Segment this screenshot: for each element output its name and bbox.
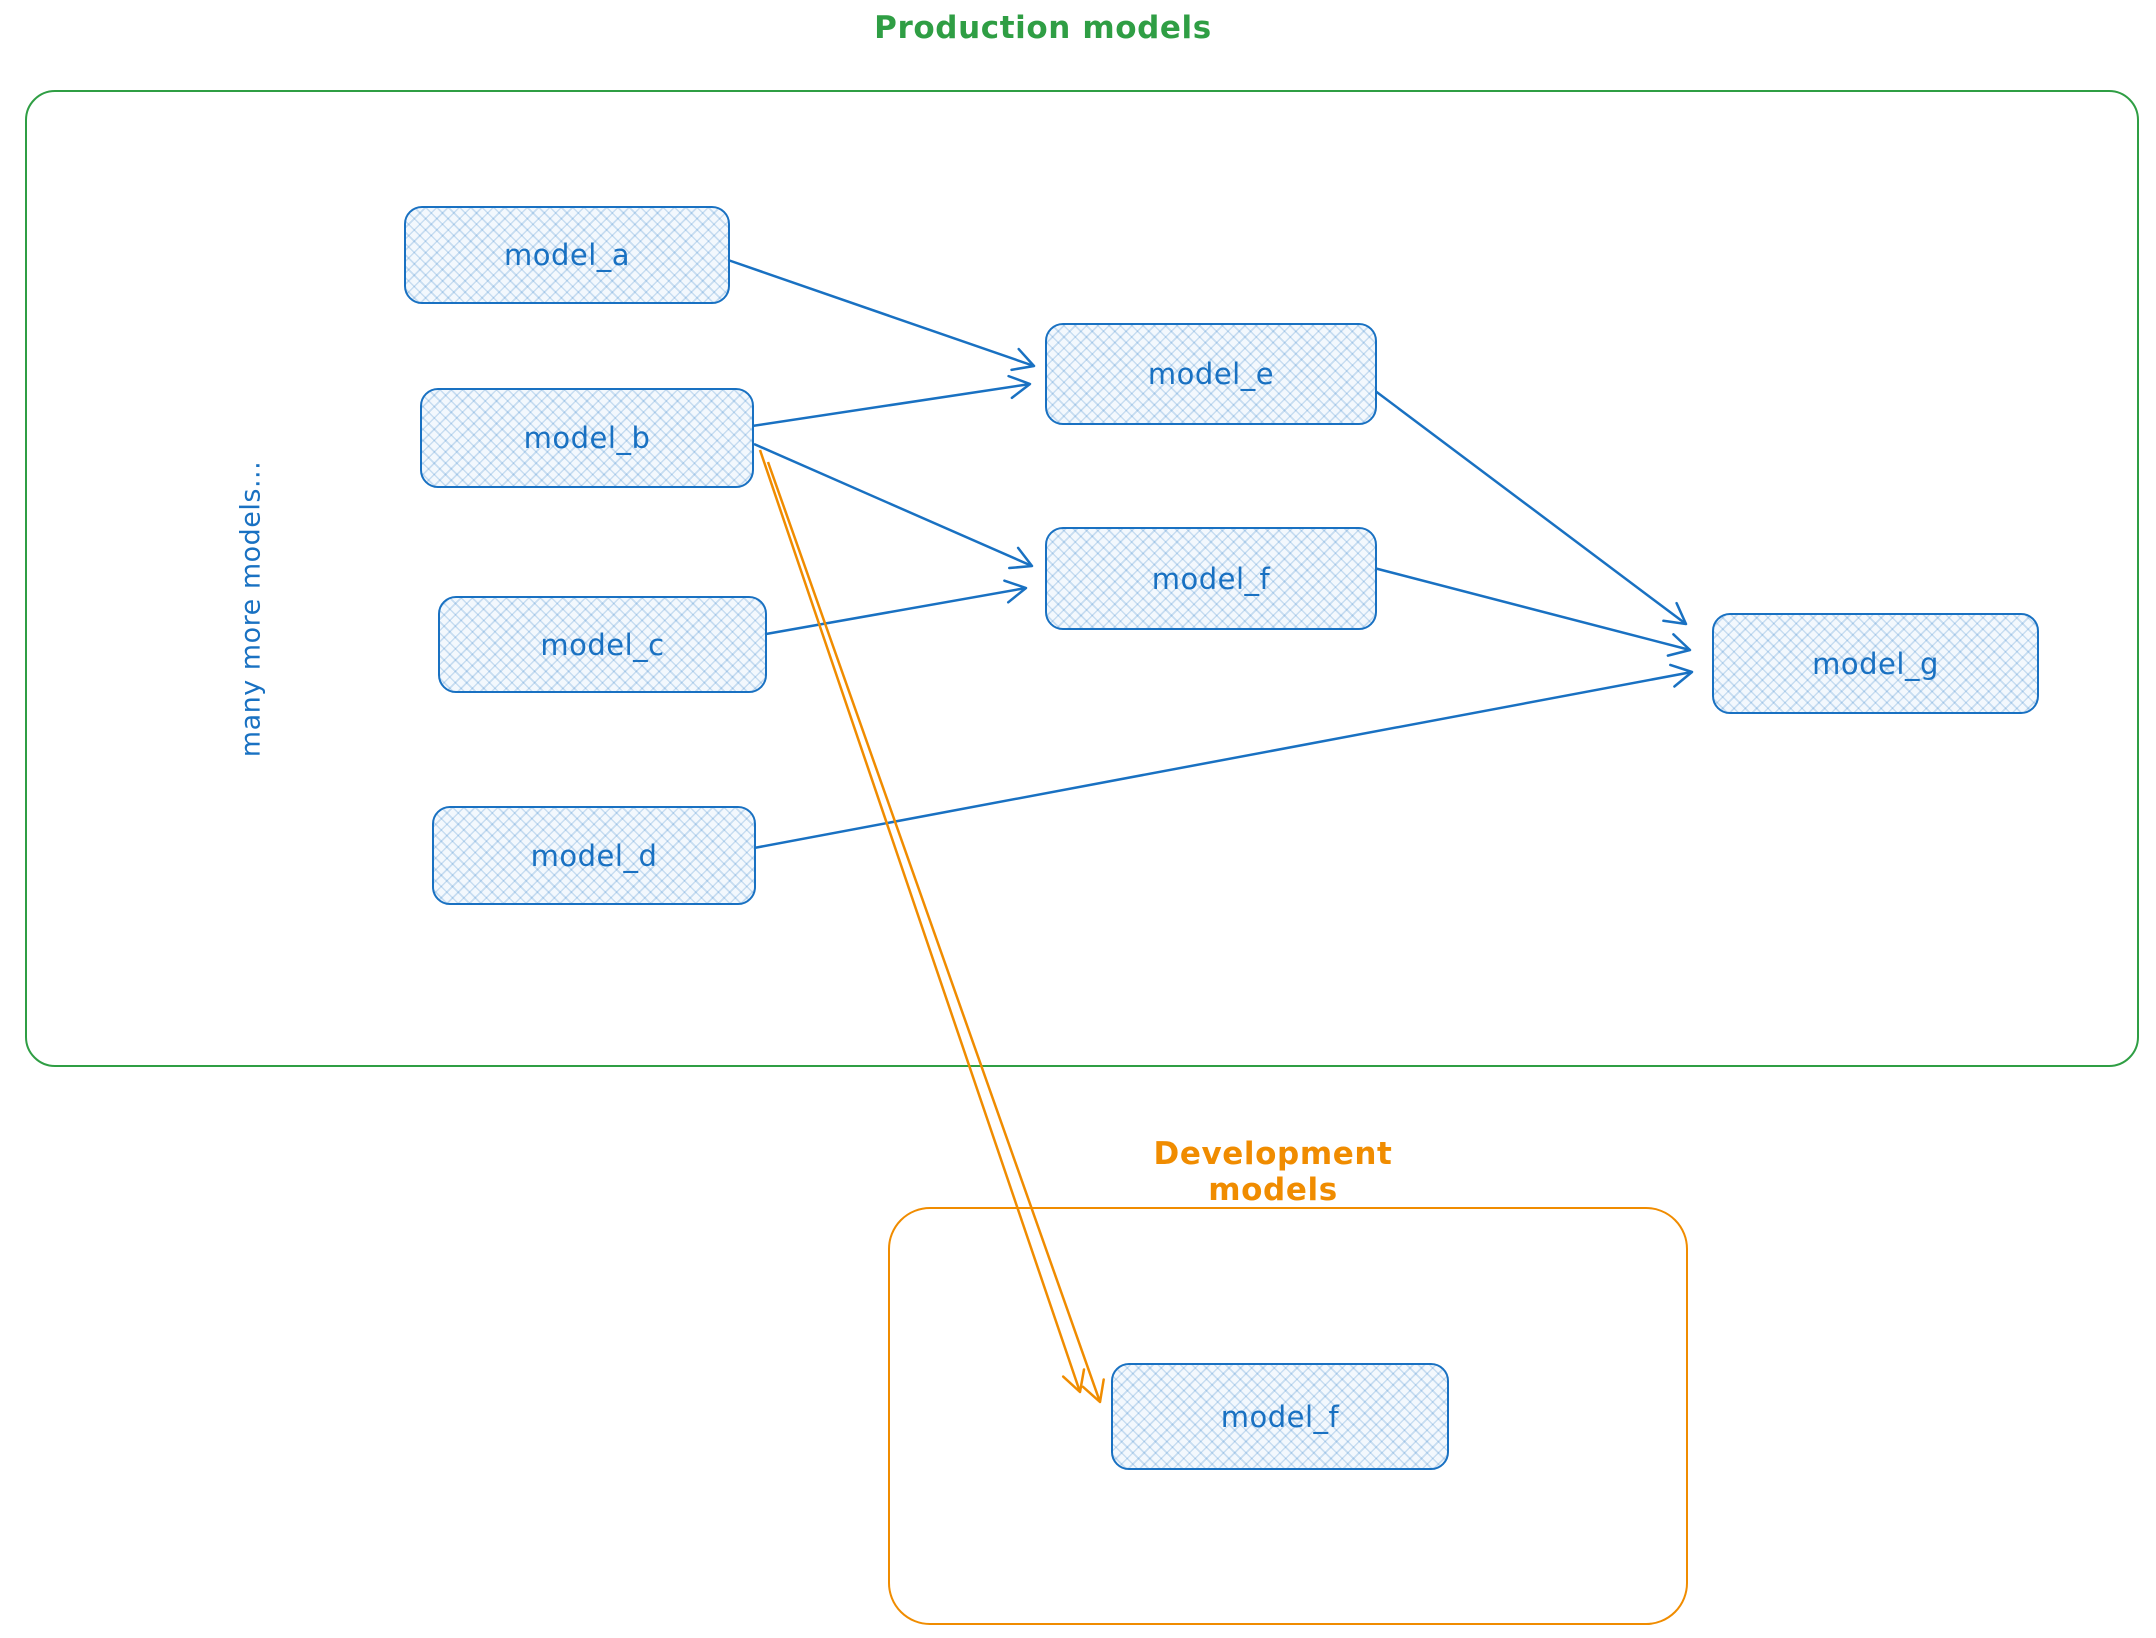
node-model_b-label: model_b (523, 421, 651, 455)
node-dev-model_f-label: model_f (1220, 1399, 1340, 1434)
node-model_e-label: model_e (1147, 357, 1275, 391)
edge-model_c-to-model_f (765, 579, 1028, 636)
node-model_g-label: model_g (1812, 646, 1939, 681)
edge-model_f-to-model_g (1373, 566, 1692, 657)
node-model_f-label: model_f (1151, 561, 1271, 596)
node-model_e: model_e (1045, 323, 1377, 425)
edge-model_a-to-model_e (727, 258, 1036, 372)
edge-model_b-to-dev-model_f-stroke-1 (758, 449, 1086, 1394)
node-model_d: model_d (432, 806, 756, 905)
node-model_a-label: model_a (503, 238, 631, 272)
node-dev-model_f: model_f (1111, 1363, 1449, 1470)
node-model_a: model_a (404, 206, 730, 304)
production-group-title: Production models (874, 10, 1212, 46)
development-group-box (888, 1207, 1688, 1625)
node-model_c-label: model_c (540, 627, 665, 662)
production-group-box (25, 90, 2139, 1067)
edge-model_b-to-model_e (751, 374, 1032, 428)
edge-model_b-to-model_f (753, 442, 1034, 570)
node-model_g: model_g (1712, 613, 2039, 714)
node-model_b: model_b (420, 388, 754, 488)
node-model_d-label: model_d (530, 838, 658, 873)
development-group-title: Development models (1153, 1136, 1393, 1208)
edge-model_d-to-model_g (753, 663, 1694, 850)
edge-model_e-to-model_g (1373, 389, 1688, 626)
edge-model_b-to-dev-model_f-stroke-2 (766, 461, 1105, 1404)
node-model_c: model_c (438, 596, 767, 693)
node-model_f: model_f (1045, 527, 1377, 630)
